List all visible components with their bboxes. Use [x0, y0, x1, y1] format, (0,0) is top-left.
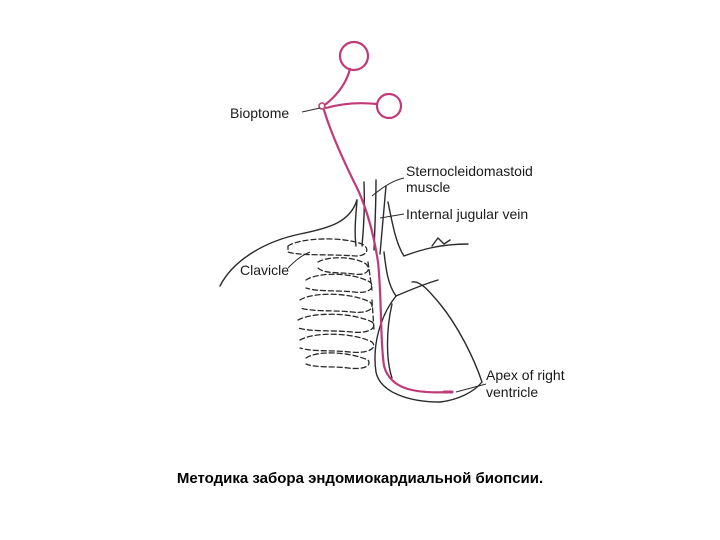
label-scm-line1: Sternocleidomastoid: [406, 163, 533, 179]
label-bioptome: Bioptome: [230, 105, 289, 121]
heart-outline: [374, 281, 483, 403]
vena-cava-wall: [383, 251, 439, 297]
leader-apex: [455, 383, 487, 393]
leader-jugular: [379, 213, 405, 219]
scm-strand-1: [361, 181, 366, 247]
rib-4: [297, 313, 375, 334]
leader-scm: [371, 177, 405, 197]
bioptome-handle-upper: [324, 67, 352, 106]
clavicle-outline: [287, 238, 368, 257]
scm-strand-3: [379, 185, 387, 255]
rib-3: [299, 293, 373, 314]
heart-inner-wall: [386, 303, 393, 379]
bioptome-ring-upper: [338, 40, 370, 72]
label-apex-line2: ventricle: [486, 384, 538, 400]
neck-right-edge: [387, 201, 469, 257]
bioptome-instrument: [318, 40, 454, 394]
leader-clavicle: [287, 251, 311, 269]
figure-caption: Методика забора эндомиокардиальной биопс…: [176, 470, 544, 487]
leader-bioptome: [301, 107, 321, 113]
label-apex-line1: Apex of right: [486, 367, 565, 383]
rib-2: [305, 273, 373, 294]
bioptome-handle-lower: [324, 102, 379, 110]
label-jugular: Internal jugular vein: [406, 206, 528, 222]
shoulder-outline: [219, 199, 358, 287]
neck-left-edge: [354, 199, 358, 247]
bioptome-ring-lower: [375, 92, 403, 120]
label-clavicle: Clavicle: [240, 262, 289, 278]
vessel-branch: [431, 237, 451, 247]
bioptome-shaft: [322, 108, 452, 394]
rib-6: [305, 352, 370, 370]
bioptome-pivot: [318, 102, 326, 110]
rib-5: [299, 333, 375, 354]
rib-1: [317, 257, 369, 276]
label-scm-line2: muscle: [406, 179, 451, 195]
sternum-edge: [367, 261, 375, 331]
